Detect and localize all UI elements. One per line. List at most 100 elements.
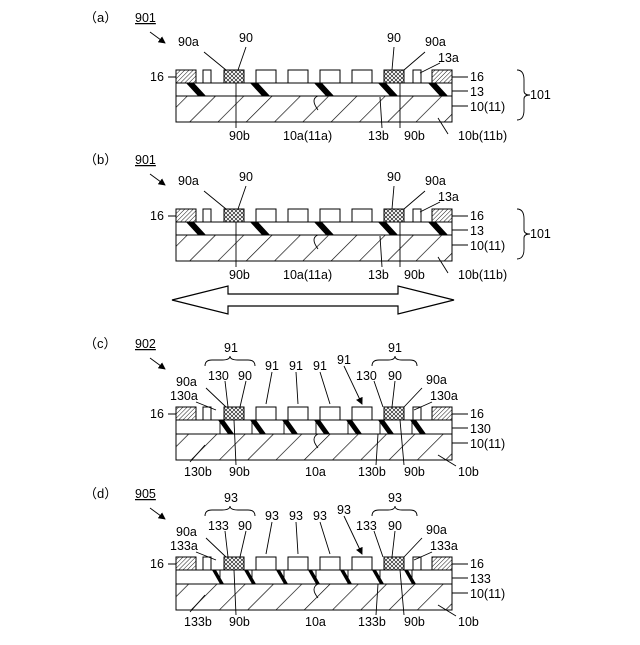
small-block-left — [203, 209, 211, 222]
label-10a: 10a — [305, 465, 326, 479]
label-16: 16 — [150, 209, 164, 223]
label-10a-11a: 10a(11a) — [283, 268, 332, 282]
label-10-11: 10(11) — [470, 587, 505, 601]
panel-d-title: （d） — [84, 486, 117, 501]
label-93: 93 — [289, 509, 303, 523]
label-91: 91 — [289, 359, 303, 373]
mask-90 — [320, 70, 340, 83]
ref-arrow-a — [150, 32, 165, 43]
mask-90 — [384, 209, 404, 222]
label-133: 133 — [208, 519, 229, 533]
mask-90 — [384, 407, 404, 420]
mask-90 — [256, 557, 276, 570]
label-133a: 133a — [170, 539, 198, 553]
panel-d: （d） 905 — [84, 486, 505, 629]
label-130b: 130b — [358, 465, 386, 479]
label-90a: 90a — [176, 525, 197, 539]
label-10a: 10a — [305, 615, 326, 629]
mask-90 — [256, 407, 276, 420]
label-90a: 90a — [178, 35, 199, 49]
label-93-group-left: 93 — [224, 491, 238, 505]
mask-90 — [256, 209, 276, 222]
small-block-left — [203, 70, 211, 83]
label-133: 133 — [356, 519, 377, 533]
layer-13 — [176, 83, 452, 96]
mask-90 — [320, 407, 340, 420]
label-13: 13 — [470, 85, 484, 99]
film-16-left — [176, 70, 196, 83]
mask-90 — [224, 407, 244, 420]
label-13b: 13b — [368, 268, 389, 282]
film-16-right — [432, 407, 452, 420]
label-91-group-right: 91 — [388, 341, 402, 355]
label-91: 91 — [337, 353, 351, 367]
layer-130 — [176, 420, 452, 434]
label-16: 16 — [470, 209, 484, 223]
label-10-11: 10(11) — [470, 437, 505, 451]
mask-90 — [288, 209, 308, 222]
label-130: 130 — [356, 369, 377, 383]
label-90b: 90b — [229, 465, 250, 479]
label-10a-11a: 10a(11a) — [283, 129, 332, 143]
label-90b: 90b — [229, 268, 250, 282]
label-90: 90 — [387, 31, 401, 45]
panel-c-ref: 902 — [135, 337, 156, 351]
mask-90 — [352, 209, 372, 222]
film-16-right — [432, 209, 452, 222]
label-130b: 130b — [184, 465, 212, 479]
label-90a: 90a — [426, 373, 447, 387]
panel-a: （a） 901 90a 90 — [84, 10, 551, 143]
label-16: 16 — [150, 557, 164, 571]
small-block-left — [203, 557, 211, 570]
label-90b: 90b — [229, 129, 250, 143]
mask-90 — [384, 70, 404, 83]
layer-13 — [176, 222, 452, 235]
label-90b: 90b — [404, 129, 425, 143]
label-130a: 130a — [170, 389, 198, 403]
mask-90 — [224, 557, 244, 570]
label-90b: 90b — [404, 268, 425, 282]
mask-90 — [256, 70, 276, 83]
label-133a: 133a — [430, 539, 458, 553]
panel-b-ref: 901 — [135, 153, 156, 167]
label-133: 133 — [470, 572, 491, 586]
label-90: 90 — [238, 369, 252, 383]
label-90: 90 — [388, 369, 402, 383]
label-16: 16 — [470, 557, 484, 571]
label-16: 16 — [150, 407, 164, 421]
panel-c-title: （c） — [84, 336, 117, 351]
mask-90 — [352, 70, 372, 83]
label-130a: 130a — [430, 389, 458, 403]
small-block-left — [203, 407, 211, 420]
label-16: 16 — [470, 70, 484, 84]
label-90: 90 — [238, 519, 252, 533]
mask-90 — [320, 557, 340, 570]
mask-90 — [224, 209, 244, 222]
panel-a-title: （a） — [84, 10, 117, 25]
label-90: 90 — [387, 170, 401, 184]
label-101: 101 — [530, 88, 551, 102]
panel-a-ref: 901 — [135, 11, 156, 25]
label-10b: 10b — [458, 465, 479, 479]
label-90: 90 — [239, 31, 253, 45]
label-101: 101 — [530, 227, 551, 241]
label-90: 90 — [388, 519, 402, 533]
label-10b: 10b — [458, 615, 479, 629]
label-16: 16 — [470, 407, 484, 421]
film-16-right — [432, 557, 452, 570]
film-16-left — [176, 407, 196, 420]
label-16: 16 — [150, 70, 164, 84]
label-93: 93 — [265, 509, 279, 523]
small-block-right — [413, 209, 421, 222]
mask-90 — [288, 407, 308, 420]
label-133b: 133b — [184, 615, 212, 629]
mask-90 — [224, 70, 244, 83]
label-90a: 90a — [425, 35, 446, 49]
panel-c: （c） 902 — [84, 336, 505, 479]
label-90b: 90b — [404, 615, 425, 629]
film-16-left — [176, 557, 196, 570]
label-90a: 90a — [425, 174, 446, 188]
mask-90 — [352, 407, 372, 420]
label-90b: 90b — [229, 615, 250, 629]
